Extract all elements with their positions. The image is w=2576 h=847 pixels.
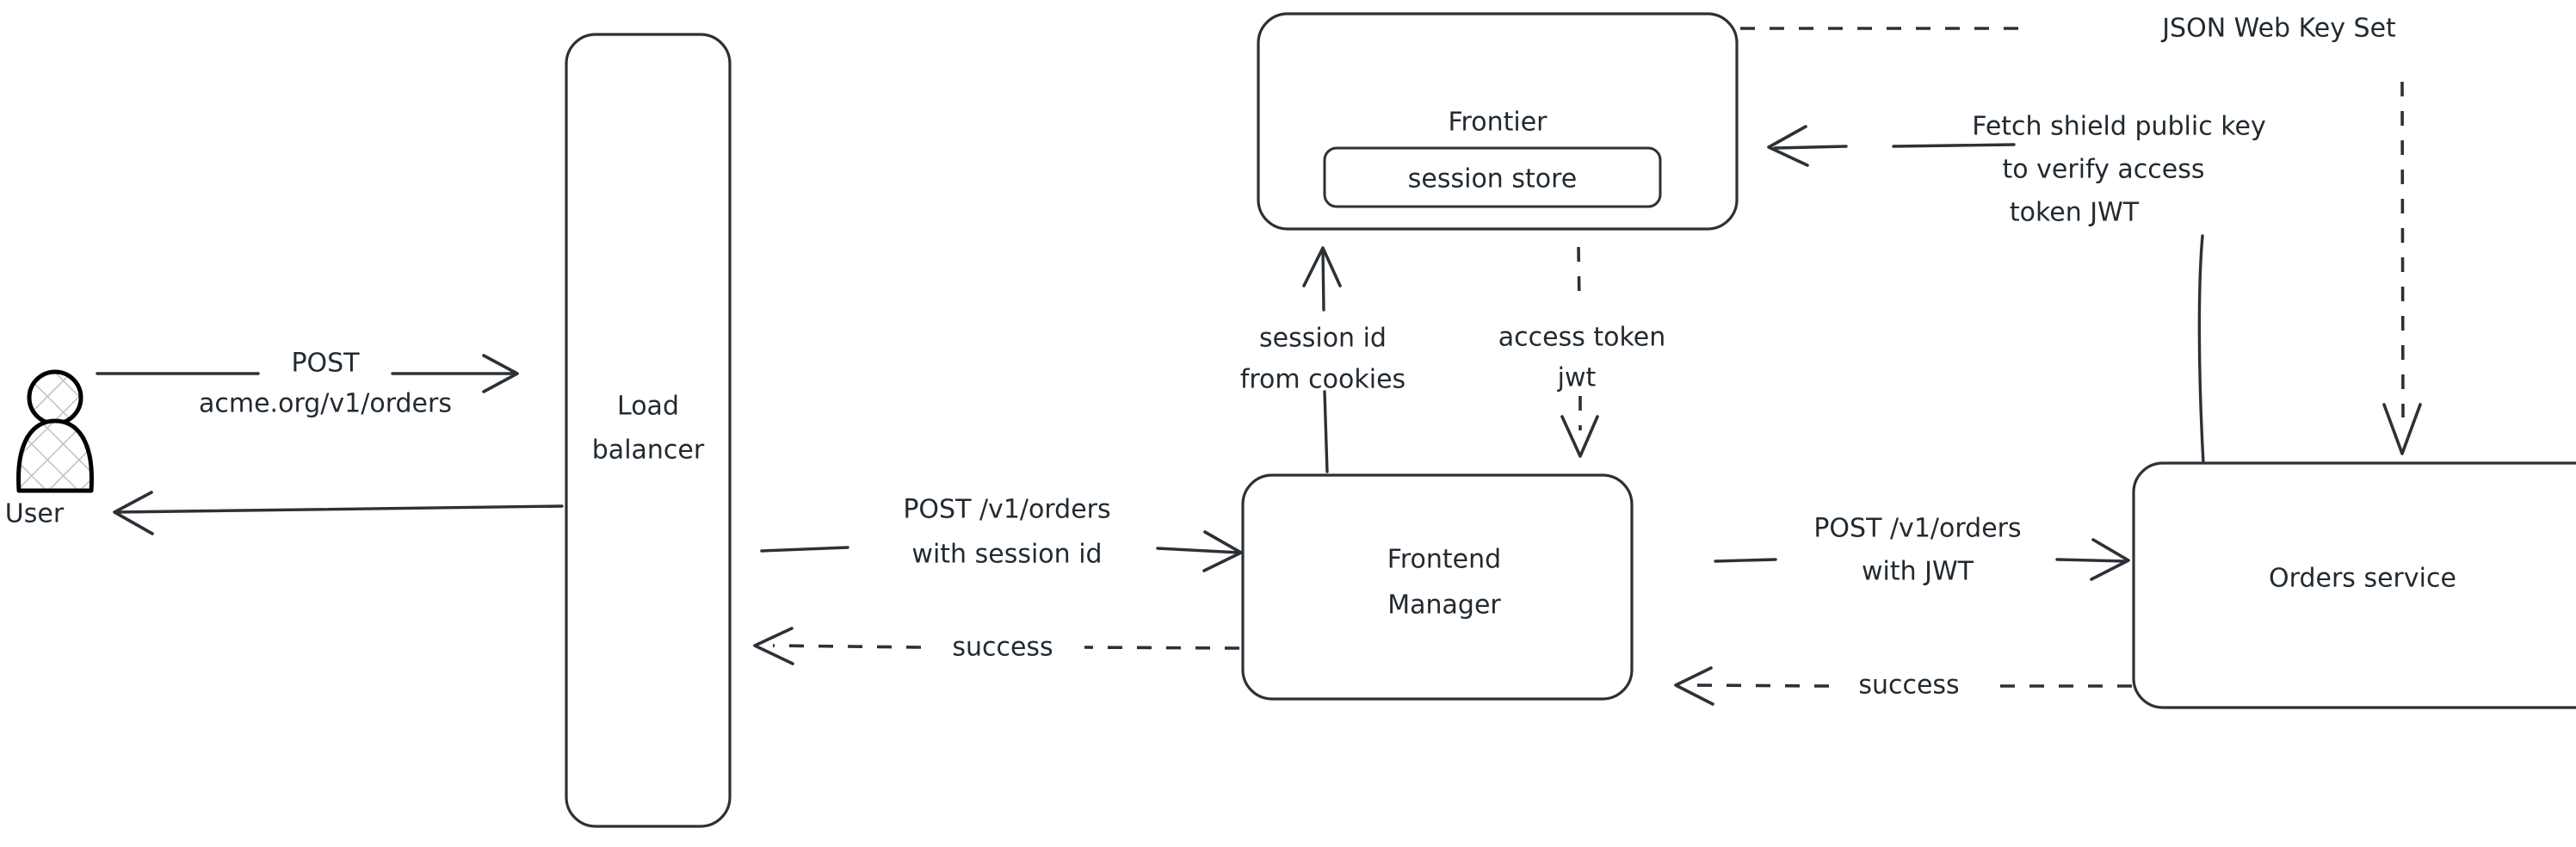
edge-orders-to-fm-label: success — [1858, 671, 1959, 701]
node-frontend-manager[interactable]: Frontend Manager — [1241, 473, 1634, 701]
edge-fm-to-lb-line-left — [772, 644, 922, 649]
edge-jwks-vertical-line — [2400, 81, 2405, 418]
edge-fm-to-orders-label-line2: with JWT — [1862, 557, 1974, 587]
node-load-balancer[interactable]: Load balancer — [565, 33, 732, 828]
load-balancer-label-line1: Load — [617, 392, 679, 422]
edge-fm-to-lb-line-right — [1084, 646, 1240, 650]
edge-frontend-manager-to-load-balancer: success — [753, 627, 1240, 665]
edge-orders-service-to-frontend-manager: success — [1674, 666, 2132, 706]
edge-fm-to-frontier-label-line1: session id — [1259, 324, 1387, 354]
edge-orders-to-frontier-line — [1892, 143, 2016, 148]
edge-orders-service-to-frontier: Fetch shield public key to verify access… — [1767, 112, 2266, 465]
edge-lb-to-user-line — [114, 504, 564, 514]
edge-orders-to-frontier-label-line1: Fetch shield public key — [1972, 112, 2266, 142]
edge-orders-to-fm-line-left — [1695, 683, 1830, 688]
edge-fm-to-lb-arrowhead — [753, 627, 794, 665]
edge-frontend-manager-to-orders-service: POST /v1/orders with JWT — [1714, 514, 2130, 587]
edge-fm-to-lb-label: success — [952, 633, 1053, 663]
edge-fm-to-orders-arrowhead — [2090, 538, 2130, 581]
session-store-box[interactable] — [1323, 146, 1662, 208]
edge-fm-to-frontier-label-line2: from cookies — [1240, 365, 1405, 395]
orders-service-box[interactable] — [2132, 461, 2576, 709]
node-orders-service[interactable]: Orders service — [2132, 461, 2576, 709]
edge-lb-to-fm-line-2 — [1156, 547, 1241, 554]
edge-orders-to-frontier-line-2 — [1773, 145, 1848, 150]
node-frontier[interactable]: Frontier session store — [1257, 12, 1739, 231]
frontier-label: Frontier — [1448, 108, 1547, 138]
edge-jwks-arrowhead — [2382, 403, 2422, 455]
user-actor-body-icon — [16, 418, 94, 493]
edge-orders-to-frontier-label-line2: to verify access — [2003, 155, 2205, 185]
edge-orders-to-fm-arrowhead — [1674, 666, 1714, 706]
edge-lb-to-user-arrowhead — [113, 491, 154, 535]
edge-fm-to-frontier-line-lower — [1323, 390, 1329, 473]
load-balancer-label-line2: balancer — [592, 436, 705, 466]
edge-frontier-to-fm-arrowhead — [1560, 415, 1599, 458]
edge-user-to-lb-label-line2: acme.org/v1/orders — [199, 389, 452, 419]
edge-load-balancer-to-user — [113, 491, 564, 535]
edge-jwks-label: JSON Web Key Set — [2160, 14, 2396, 44]
edge-frontier-to-fm-line-upper — [1577, 246, 1581, 304]
orders-service-label: Orders service — [2269, 564, 2456, 594]
user-actor-icon — [27, 369, 83, 426]
edge-orders-to-frontier-curve — [2197, 234, 2205, 465]
edge-orders-to-frontier-label-line3: token JWT — [2010, 198, 2140, 228]
session-store-label: session store — [1408, 164, 1577, 195]
edge-frontier-to-fm-label-line1: access token — [1498, 323, 1666, 353]
edge-user-to-lb-arrowhead — [482, 354, 519, 393]
edge-orders-to-frontier-arrowhead — [1767, 125, 1809, 167]
edge-lb-to-fm-arrowhead — [1202, 530, 1243, 572]
edge-frontier-to-frontend-manager: access token jwt — [1498, 246, 1666, 458]
edge-fm-to-frontier-line-upper — [1321, 248, 1325, 312]
edge-frontier-to-fm-label-line2: jwt — [1557, 363, 1597, 393]
actor-user-label: User — [5, 499, 65, 529]
frontend-manager-label-line1: Frontend — [1387, 545, 1501, 575]
edge-lb-to-fm-label-line2: with session id — [911, 540, 1102, 570]
edge-lb-to-fm-line — [760, 546, 849, 553]
edge-lb-to-fm-label-line1: POST /v1/orders — [903, 495, 1110, 525]
edge-user-to-lb-label-line1: POST — [291, 349, 360, 379]
actor-user: User — [5, 369, 94, 529]
edge-frontier-to-orders-service-jwks: JSON Web Key Set — [1740, 14, 2422, 455]
load-balancer-box[interactable] — [565, 33, 732, 828]
edge-load-balancer-to-frontend-manager: POST /v1/orders with session id — [760, 495, 1243, 572]
edge-fm-to-orders-line-2 — [2055, 558, 2128, 563]
frontend-manager-label-line2: Manager — [1387, 590, 1501, 621]
edge-user-to-load-balancer: POST acme.org/v1/orders — [96, 349, 519, 419]
edge-fm-to-orders-label-line1: POST /v1/orders — [1813, 514, 2021, 544]
edge-fm-to-orders-line — [1714, 558, 1777, 563]
edge-fm-to-frontier-arrowhead — [1302, 246, 1342, 287]
frontend-manager-box[interactable] — [1241, 473, 1634, 701]
edge-frontend-manager-to-frontier: session id from cookies — [1240, 246, 1405, 473]
